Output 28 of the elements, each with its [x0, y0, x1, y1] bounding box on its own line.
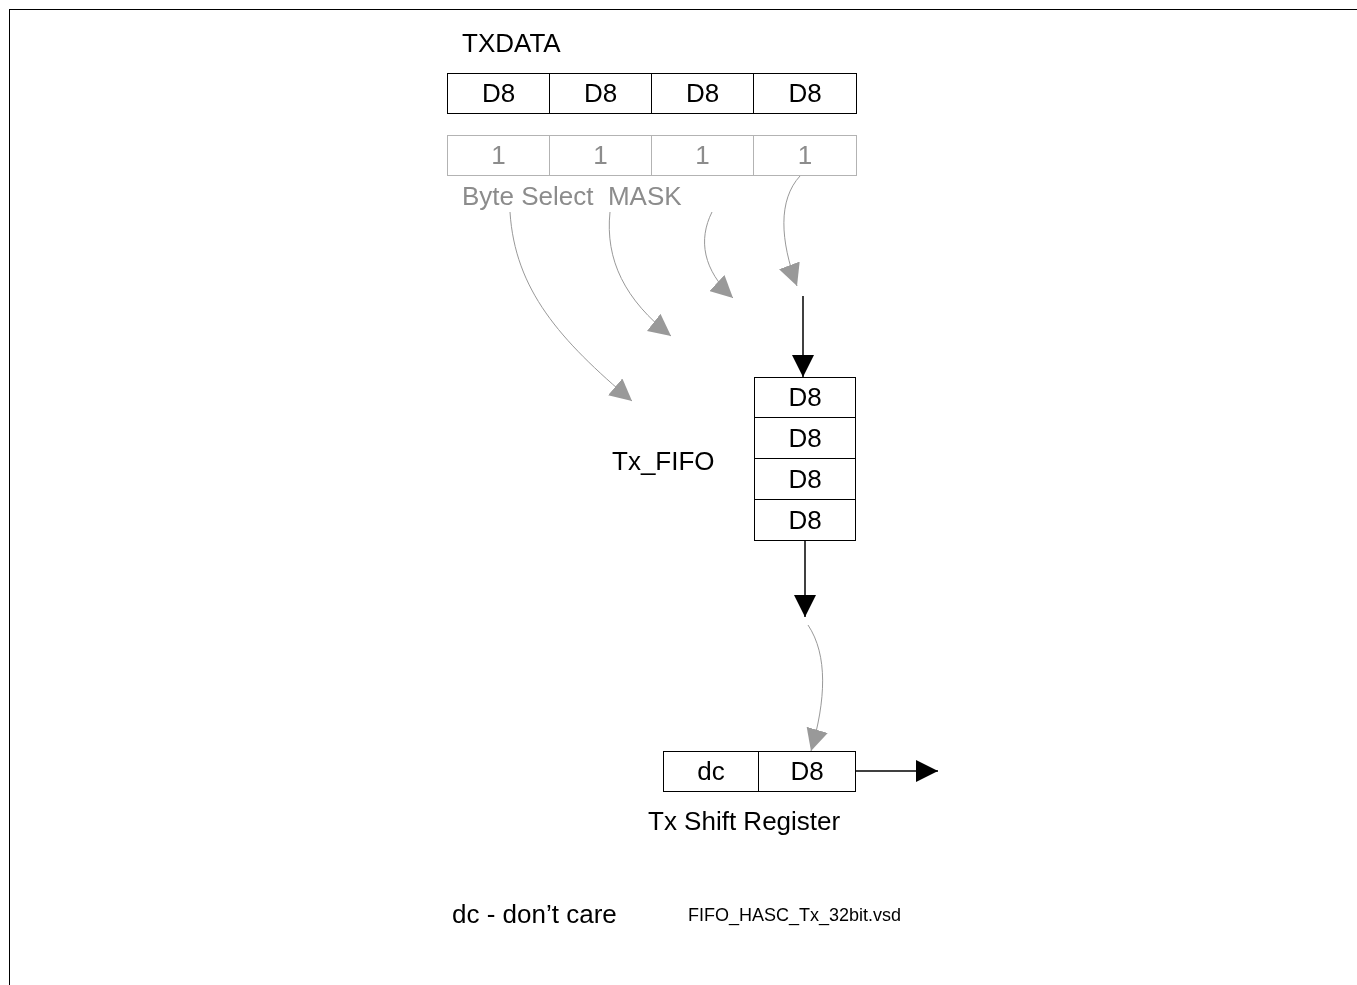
data-byte-cell: D8	[447, 73, 550, 114]
data-byte-cell: D8	[549, 73, 652, 114]
arrow	[794, 540, 816, 618]
arrow	[855, 760, 939, 782]
curved-arrow	[509, 211, 633, 402]
data-byte-cell: D8	[651, 73, 754, 114]
fifo-entry-cell: D8	[754, 499, 856, 541]
fifo-label: Tx_FIFO	[612, 446, 715, 477]
curved-arrow	[704, 211, 734, 299]
fifo-entry-cell: D8	[754, 377, 856, 418]
mask-caption: Byte Select MASK	[462, 180, 712, 212]
register-label: Tx Shift Register	[648, 806, 841, 837]
shift-register-cell: dc	[663, 751, 759, 792]
shift-register-cell: D8	[758, 751, 856, 792]
data-byte-cell: D8	[753, 73, 857, 114]
fifo-entry-cell: D8	[754, 458, 856, 500]
curved-arrow	[806, 624, 828, 752]
fifo-entry-cell: D8	[754, 417, 856, 459]
curved-arrow	[779, 175, 801, 287]
file-name: FIFO_HASC_Tx_32bit.vsd	[688, 905, 902, 926]
mask-bit-cell: 1	[549, 135, 652, 176]
register-title: TXDATA	[462, 28, 561, 59]
legend-note: dc - don’t care	[452, 899, 617, 930]
arrow	[792, 295, 814, 378]
curved-arrow	[608, 211, 672, 337]
mask-bit-cell: 1	[753, 135, 857, 176]
mask-bit-cell: 1	[651, 135, 754, 176]
mask-bit-cell: 1	[447, 135, 550, 176]
